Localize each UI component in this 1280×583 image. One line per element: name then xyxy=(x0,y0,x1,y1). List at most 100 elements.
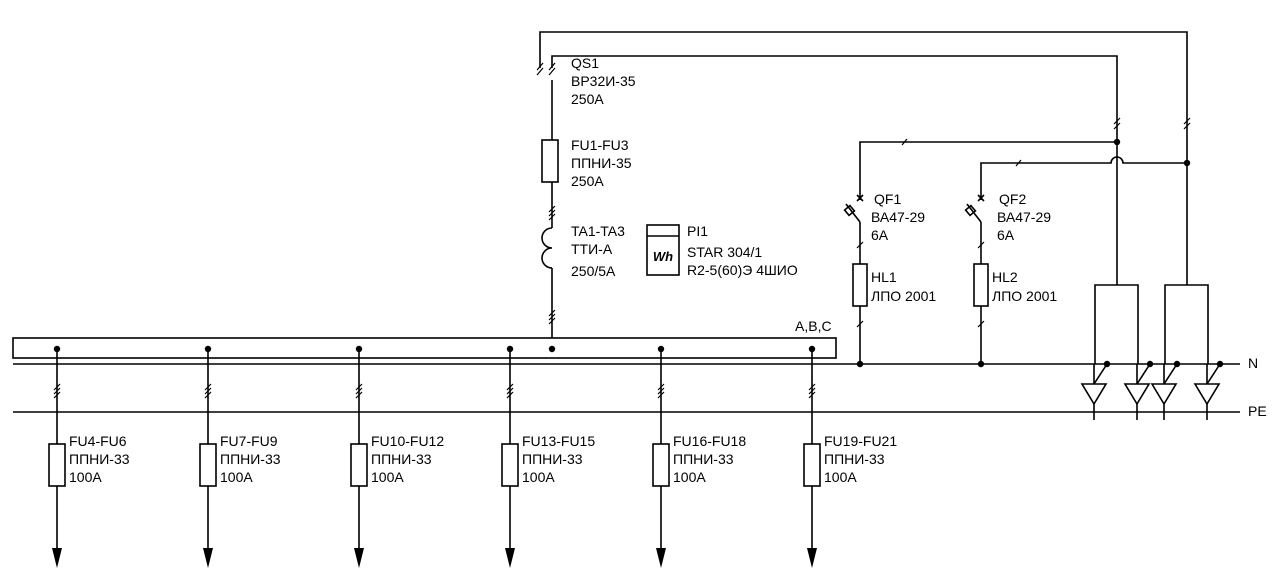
current-transformer-ref: TA1-TA3 xyxy=(571,223,625,239)
feeder-fuse-rating: 100A xyxy=(673,469,706,485)
feeder-fuse-rating: 100A xyxy=(220,469,253,485)
feeder-arrow xyxy=(52,548,62,568)
socket-outlet-1 xyxy=(1080,284,1151,420)
branch-tick-marks xyxy=(856,241,864,328)
lamp-model: ЛПО 2001 xyxy=(992,288,1057,304)
feeder-fuse-rating: 100A xyxy=(824,469,857,485)
neutral-junction xyxy=(856,360,864,368)
feeder-fuse-symbol xyxy=(350,443,368,487)
feeder-fuse-model: ППНИ-33 xyxy=(220,451,281,467)
socket-neutral-dots xyxy=(1103,360,1224,368)
outgoing-feeders: FU4-FU6ППНИ-33100AFU7-FU9ППНИ-33100AFU10… xyxy=(48,345,897,568)
feeder-arrow xyxy=(505,548,515,568)
bypass-wire xyxy=(539,31,1188,285)
current-transformer-ratio: 250/5A xyxy=(571,263,616,279)
lamp-ref: HL2 xyxy=(992,269,1018,285)
current-transformer-label: TA1-TA3 ТТИ-А 250/5A xyxy=(571,223,625,279)
feeder-fuse-ref: FU19-FU21 xyxy=(824,433,897,449)
breaker-rating: 6A xyxy=(997,227,1015,243)
main-fuse-rating: 250A xyxy=(571,173,604,189)
main-fuse-ref: FU1-FU3 xyxy=(571,137,629,153)
feeder-fuse-symbol xyxy=(803,443,821,487)
lamp-hl1-label: HL1 ЛПО 2001 xyxy=(871,269,936,304)
feeder-tick-marks xyxy=(657,383,665,399)
main-fuse-symbol xyxy=(541,139,559,183)
breaker-ref: QF1 xyxy=(874,191,901,207)
breaker-qf1-label: QF1 ВА47-29 6A xyxy=(871,191,925,243)
main-fuse-label: FU1-FU3 ППНИ-35 250A xyxy=(571,137,632,189)
feeder-tick-marks xyxy=(53,383,61,399)
lamp-ref: HL1 xyxy=(871,269,897,285)
feeder-fuse-symbol xyxy=(48,443,66,487)
breaker-rating: 6A xyxy=(871,227,889,243)
feeder-fuse-model: ППНИ-33 xyxy=(522,451,583,467)
breaker-model: ВА47-29 xyxy=(997,209,1051,225)
meter-ref: PI1 xyxy=(687,223,708,239)
main-switch-ref: QS1 xyxy=(571,55,599,71)
branch-tick-marks xyxy=(977,241,985,328)
switch-contact-marks xyxy=(536,62,1191,130)
feeder-arrow xyxy=(807,548,817,568)
meter-spec: R2-5(60)Э 4ШИО xyxy=(687,262,798,278)
feeder-arrow xyxy=(203,548,213,568)
lamp-branch-wire-2 xyxy=(980,156,1187,198)
protective-earth-label: PE xyxy=(1248,403,1267,419)
main-fuse-model: ППНИ-35 xyxy=(571,155,632,171)
feeder-fuse-symbol xyxy=(501,443,519,487)
feeder-tick-marks xyxy=(355,383,363,399)
switch-upper-wire xyxy=(551,55,1118,285)
neutral-junction xyxy=(977,360,985,368)
feeder-fuse-model: ППНИ-33 xyxy=(371,451,432,467)
breaker-qf2-symbol xyxy=(964,194,989,364)
feed-tick-marks xyxy=(548,205,556,325)
feeder-fuse-rating: 100A xyxy=(371,469,404,485)
junction-dot xyxy=(1113,138,1121,146)
feeder-fuse-ref: FU7-FU9 xyxy=(220,433,278,449)
energy-meter-box xyxy=(646,224,680,276)
current-transformer-model: ТТИ-А xyxy=(571,241,613,257)
lamp-hl2-label: HL2 ЛПО 2001 xyxy=(992,269,1057,304)
main-switch-label: QS1 ВР32И-35 250A xyxy=(571,55,636,107)
feeder-arrow xyxy=(354,548,364,568)
main-switch-rating: 250A xyxy=(571,91,604,107)
feeder-fuse-model: ППНИ-33 xyxy=(824,451,885,467)
feeder-tick-marks xyxy=(204,383,212,399)
feeder-arrow xyxy=(656,548,666,568)
feeder-fuse-ref: FU10-FU12 xyxy=(371,433,444,449)
current-transformer-symbol xyxy=(541,227,553,269)
meter-model: STAR 304/1 xyxy=(687,244,762,260)
feeder-tick-marks xyxy=(506,383,514,399)
feeder-fuse-symbol xyxy=(199,443,217,487)
feeder-fuse-model: ППНИ-33 xyxy=(673,451,734,467)
main-switch-model: ВР32И-35 xyxy=(571,73,636,89)
feeder-fuse-ref: FU13-FU15 xyxy=(522,433,595,449)
busbar xyxy=(12,337,837,359)
feeder-fuse-symbol xyxy=(652,443,670,487)
feeder-fuse-model: ППНИ-33 xyxy=(69,451,130,467)
feeder-tick-marks xyxy=(808,383,816,399)
neutral-label: N xyxy=(1248,355,1258,371)
junction-dot xyxy=(1183,159,1191,167)
busbar-label: A,B,C xyxy=(795,318,832,334)
lamp-branch-wire-1 xyxy=(859,141,1117,198)
energy-meter-symbol: Wh xyxy=(653,249,673,264)
feeder-fuse-rating: 100A xyxy=(522,469,555,485)
feeder-fuse-ref: FU4-FU6 xyxy=(69,433,127,449)
feeder-fuse-ref: FU16-FU18 xyxy=(673,433,746,449)
breaker-qf2-label: QF2 ВА47-29 6A xyxy=(997,191,1051,243)
breaker-qf1-symbol xyxy=(843,194,868,364)
lamp-model: ЛПО 2001 xyxy=(871,288,936,304)
breaker-ref: QF2 xyxy=(999,191,1026,207)
socket-outlet-2 xyxy=(1150,284,1221,420)
breaker-model: ВА47-29 xyxy=(871,209,925,225)
busbar-feed-junction xyxy=(548,345,556,353)
meter-label: PI1 STAR 304/1 R2-5(60)Э 4ШИО xyxy=(687,223,798,278)
branch-tick-marks xyxy=(901,138,1022,167)
